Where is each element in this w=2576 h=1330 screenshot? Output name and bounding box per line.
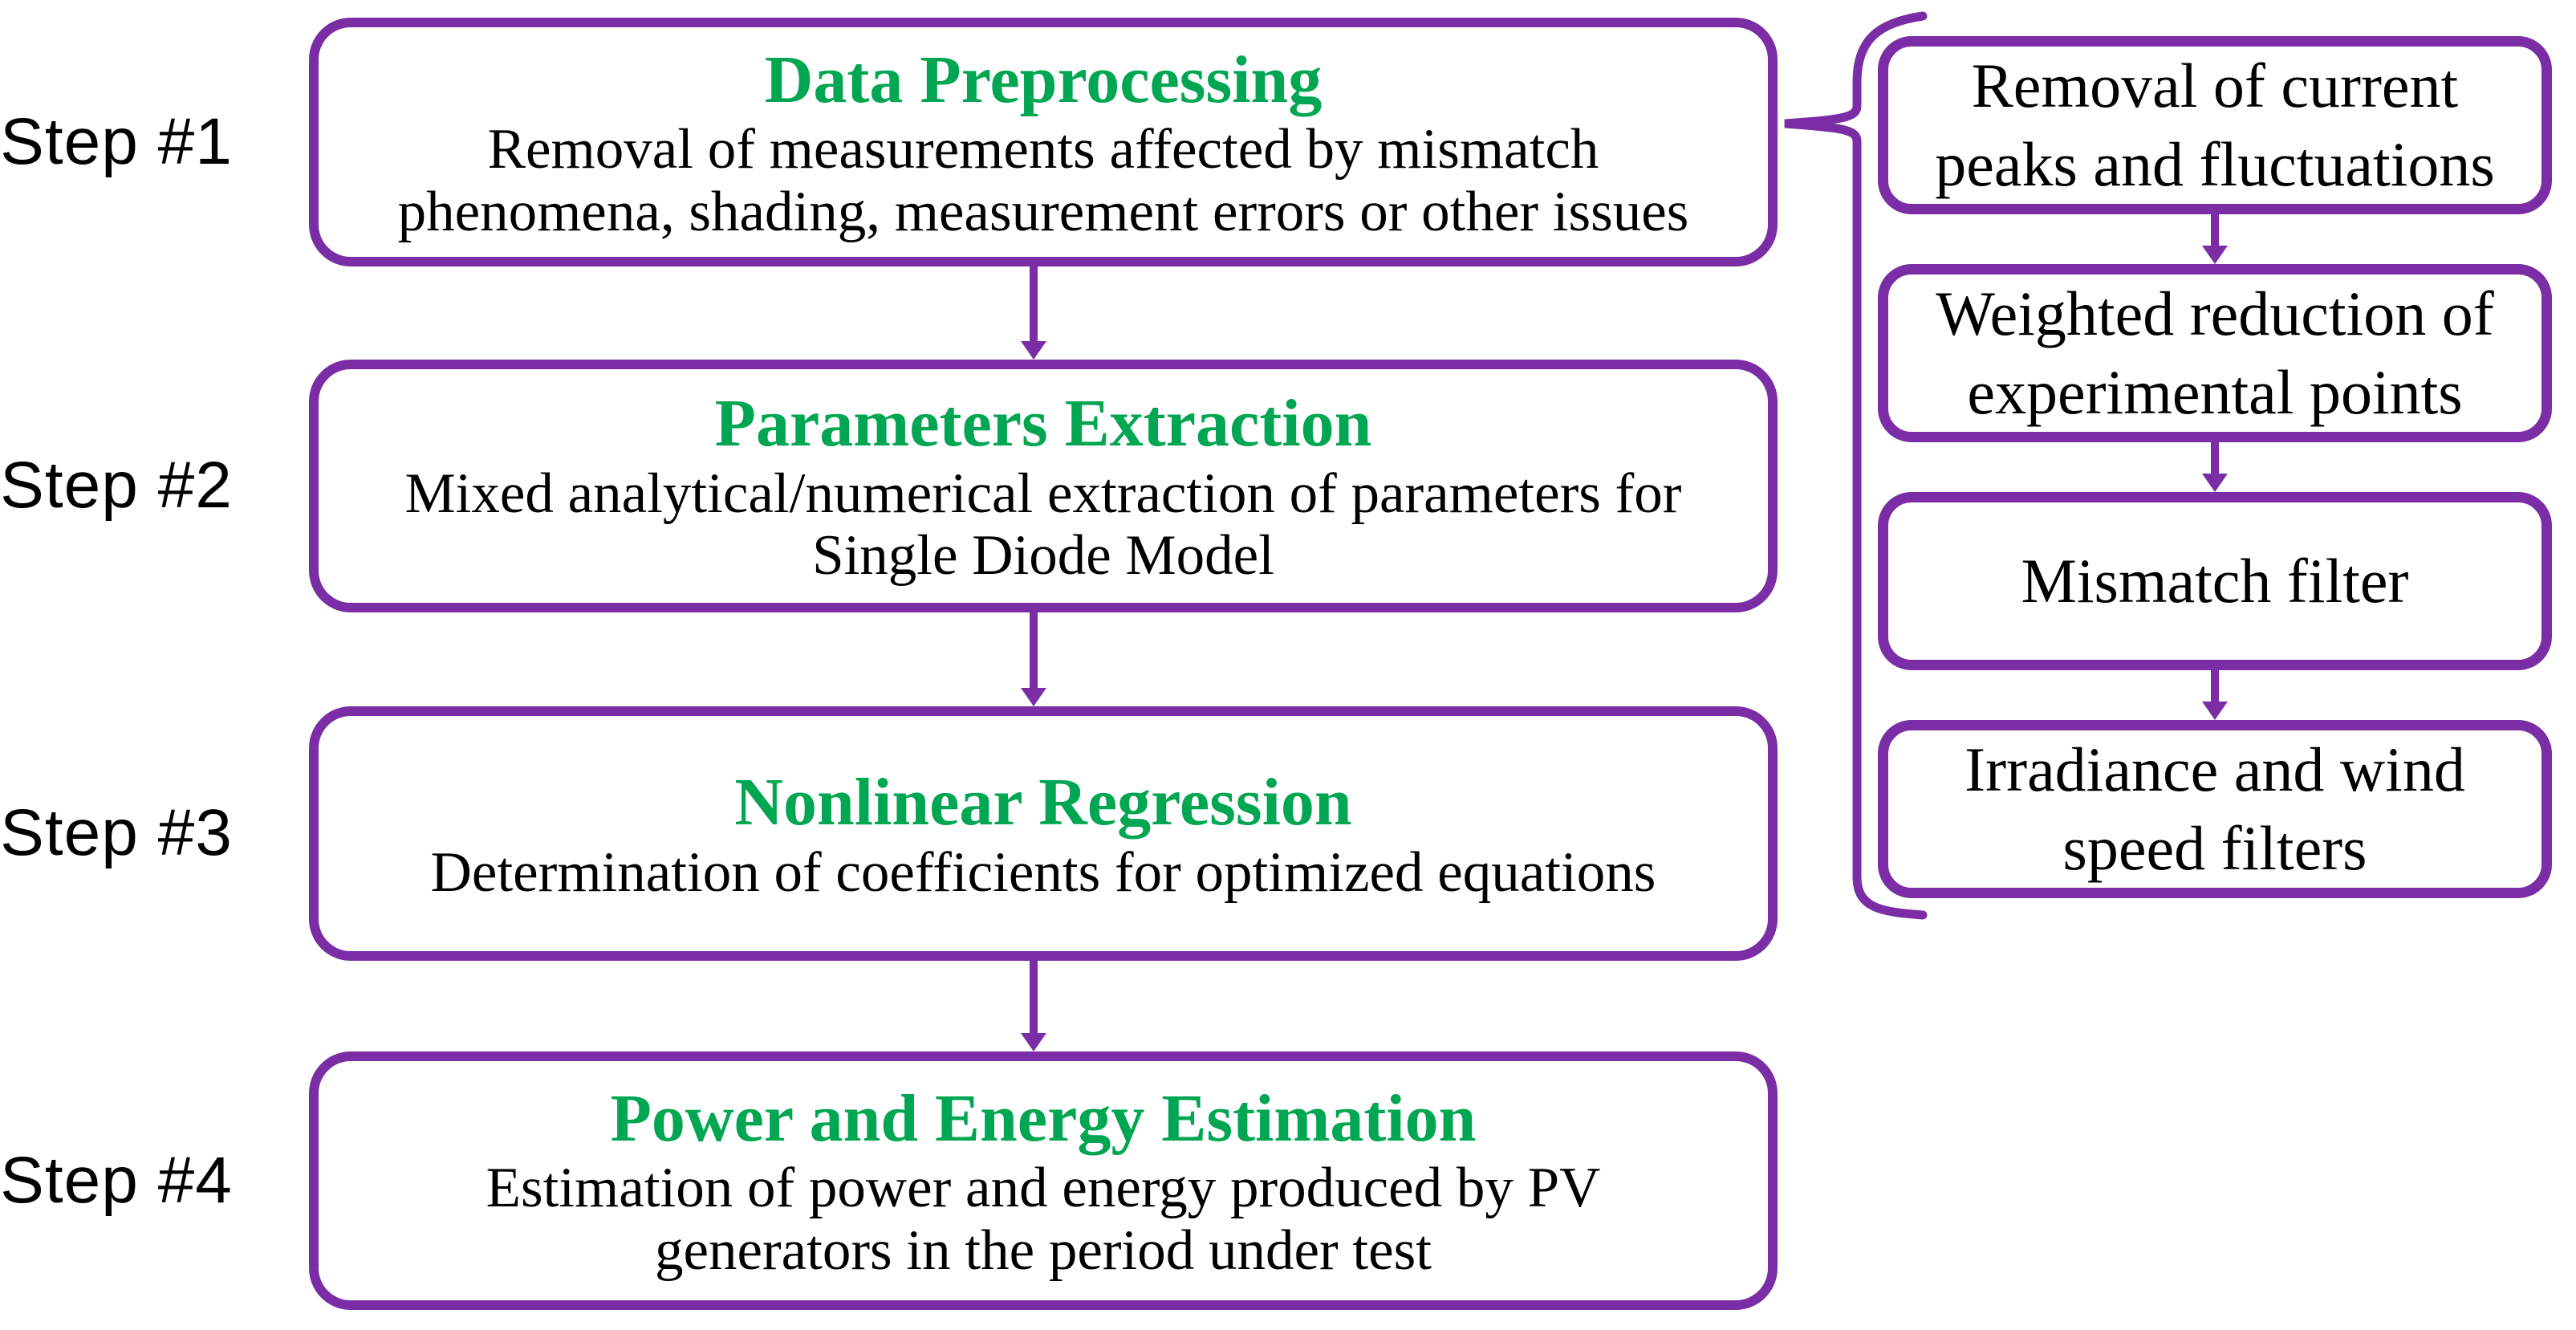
main-box-data-preprocessing: Data Preprocessing Removal of measuremen… [309, 18, 1778, 266]
step-label-1: Step #1 [0, 105, 233, 178]
main-box-title: Nonlinear Regression [734, 765, 1352, 840]
sub-box-line: Removal of current [1971, 50, 2459, 120]
flow-arrow-down-icon [1021, 266, 1046, 360]
sub-box-line: Mismatch filter [2021, 545, 2409, 616]
main-box-body-line: Removal of measurements affected by mism… [487, 118, 1599, 181]
step-label-3: Step #3 [0, 796, 233, 869]
sub-box-irradiance-wind-filters: Irradiance and wind speed filters [1878, 720, 2552, 898]
sub-box-line: experimental points [1967, 357, 2463, 427]
sub-box-line: Weighted reduction of [1936, 278, 2494, 348]
main-box-body-line: Single Diode Model [812, 524, 1274, 588]
step-label-2: Step #2 [0, 449, 233, 522]
flow-arrow-down-icon [2202, 670, 2228, 720]
main-box-nonlinear-regression: Nonlinear Regression Determination of co… [309, 706, 1778, 961]
main-box-power-energy-estimation: Power and Energy Estimation Estimation o… [309, 1051, 1778, 1310]
main-box-body-line: phenomena, shading, measurement errors o… [397, 180, 1689, 243]
main-box-body-line: Mixed analytical/numerical extraction of… [404, 462, 1682, 525]
flow-arrow-down-icon [1021, 612, 1046, 706]
main-box-body-line: Estimation of power and energy produced … [486, 1157, 1601, 1220]
main-box-body-line: generators in the period under test [654, 1218, 1432, 1282]
sub-box-line: speed filters [2062, 813, 2367, 883]
main-box-title: Power and Energy Estimation [610, 1080, 1477, 1156]
flow-arrow-down-icon [2202, 214, 2228, 264]
sub-box-mismatch-filter: Mismatch filter [1878, 492, 2552, 670]
sub-box-current-peaks: Removal of current peaks and fluctuation… [1878, 36, 2552, 214]
grouping-brace-icon [1784, 11, 1928, 920]
main-box-body-line: Determination of coefficients for optimi… [430, 840, 1656, 904]
main-box-title: Data Preprocessing [764, 42, 1323, 117]
main-box-parameters-extraction: Parameters Extraction Mixed analytical/n… [309, 360, 1778, 612]
step-label-4: Step #4 [0, 1144, 233, 1217]
sub-box-line: Irradiance and wind [1965, 734, 2465, 804]
main-box-title: Parameters Extraction [714, 386, 1372, 462]
flow-arrow-down-icon [2202, 442, 2228, 492]
sub-box-weighted-reduction: Weighted reduction of experimental point… [1878, 264, 2552, 442]
sub-box-line: peaks and fluctuations [1935, 129, 2495, 199]
flow-arrow-down-icon [1021, 961, 1046, 1051]
